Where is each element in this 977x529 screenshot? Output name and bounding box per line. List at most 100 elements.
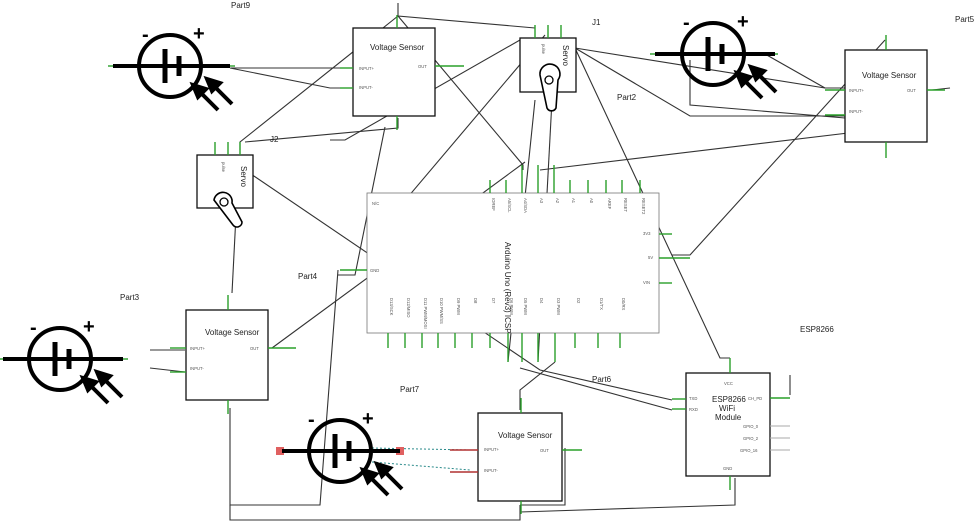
- bottom-pin-label: D2: [576, 298, 581, 304]
- solar-cell-part5[interactable]: - +: [650, 11, 778, 100]
- label-part7: Part7: [400, 385, 420, 394]
- top-pin-label: AREF: [607, 198, 612, 210]
- top-pin-label: A2: [555, 198, 560, 204]
- bottom-pin-label: D4: [539, 298, 544, 304]
- esp-chpd-label: CH_PD: [748, 396, 762, 401]
- wire: [330, 39, 521, 141]
- label-part5: Part5: [955, 15, 975, 24]
- esp-gpio2-label: GPIO_2: [743, 436, 759, 441]
- bottom-pin-label: D13/SCK: [389, 298, 394, 316]
- servo-shaft-icon: [544, 75, 554, 85]
- light-arrows-icon: [79, 368, 124, 405]
- label-part9: Part9: [231, 1, 251, 10]
- servo-horn-icon: [539, 63, 561, 112]
- voltage-sensor-bottom[interactable]: Voltage Sensor INPUT+ INPUT- OUT: [450, 398, 582, 514]
- arduino-3v3-label: 3V3: [643, 231, 651, 236]
- servo-j2[interactable]: Servo pulse: [196, 142, 254, 228]
- voltage-sensor-top[interactable]: Voltage Sensor INPUT+ INPUT- OUT: [340, 15, 464, 130]
- sensor-title: Voltage Sensor: [370, 43, 425, 52]
- esp-gnd-label: GND: [723, 466, 732, 471]
- esp-title-line2: WiFi: [719, 404, 735, 413]
- arduino-body: [366, 192, 660, 334]
- sensor-pin-in-plus: INPUT+: [849, 88, 865, 93]
- plus-sign: +: [362, 408, 374, 430]
- minus-sign: -: [142, 24, 149, 46]
- bottom-pin-label: D10 PWM/SS: [439, 298, 444, 324]
- servo-j1[interactable]: Servo pulse: [519, 25, 577, 112]
- voltage-sensor-left[interactable]: Voltage Sensor INPUT+ INPUT- OUT: [170, 295, 296, 414]
- light-arrows-icon: [733, 63, 778, 100]
- wire: [520, 448, 566, 506]
- part-labels: Part9 Part5 Part2 Part3 Part4 Part7 Part…: [120, 1, 975, 394]
- bottom-pin-label: D5 PWM: [523, 298, 528, 315]
- wire: [519, 478, 736, 513]
- arduino-5v-label: 5V: [648, 255, 653, 260]
- top-pin-label: A0: [589, 198, 594, 204]
- top-pin-label: A3: [539, 198, 544, 204]
- arduino-bottom-pin-labels: D13/SCK D12/MISO D11 PWM/MOSI D10 PWM/SS…: [389, 298, 626, 329]
- solar-cell-part3[interactable]: - +: [0, 316, 128, 405]
- bottom-pin-label: D1/TX: [599, 298, 604, 310]
- plus-sign: +: [737, 11, 749, 33]
- wire: [574, 47, 730, 359]
- servo-pulse-label: pulse: [221, 162, 226, 173]
- light-arrows-icon: [189, 75, 234, 112]
- bottom-pin-label: D12/MISO: [406, 298, 411, 318]
- esp8266-module[interactable]: ESP8266 WiFi Module TXD RXD CH_PD GPIO_0…: [672, 358, 790, 490]
- servo-title: Servo: [561, 45, 570, 66]
- bottom-pin-label: D6 PWM: [509, 298, 514, 315]
- arduino-nc-label: N/C: [372, 201, 379, 206]
- sensor-pin-in-minus: INPUT-: [849, 109, 863, 114]
- minus-sign: -: [683, 12, 690, 34]
- sensor-pin-in-minus: INPUT-: [359, 85, 373, 90]
- sensor-pin-in-minus: INPUT-: [484, 468, 498, 473]
- top-pin-label: A4/SDA: [523, 198, 528, 213]
- plus-sign: +: [83, 316, 95, 338]
- voltage-sensor-right[interactable]: Voltage Sensor INPUT+ INPUT- OUT: [825, 35, 945, 158]
- esp-title-line1: ESP8266: [712, 395, 746, 404]
- wire: [519, 367, 673, 411]
- bottom-pin-label: D8: [473, 298, 478, 304]
- solar-cell-part9[interactable]: - +: [108, 23, 235, 112]
- label-part6: Part6: [592, 375, 612, 384]
- sensor-title: Voltage Sensor: [498, 431, 553, 440]
- wire: [672, 39, 886, 256]
- bottom-pin-label: D3 PWM: [556, 298, 561, 315]
- wire: [764, 53, 826, 89]
- wire: [229, 505, 521, 521]
- sensor-body: [844, 49, 928, 143]
- label-j2: J2: [270, 135, 279, 144]
- arduino-bottom-pins: [387, 333, 621, 362]
- bottom-pin-label: D11 PWM/MOSI: [423, 298, 428, 329]
- sensor-pin-in-minus: INPUT-: [190, 366, 204, 371]
- sensor-pin-out: OUT: [540, 448, 549, 453]
- top-pin-label: A1: [571, 198, 576, 204]
- wire: [397, 3, 536, 29]
- cell-pin-left[interactable]: [276, 447, 284, 455]
- top-pin-label: RESET: [623, 198, 628, 212]
- arduino-board[interactable]: Arduino Uno (Rev3) ICSP GND N/C 3V3 5V V…: [340, 165, 690, 362]
- esp-title-line3: Module: [715, 413, 742, 422]
- arduino-top-pin-labels: IOREF A5/SCL A4/SDA A3 A2 A1 A0 AREF RES…: [491, 198, 646, 215]
- label-esp8266: ESP8266: [800, 325, 834, 334]
- top-pin-label: RESET2: [641, 198, 646, 215]
- wire: [519, 361, 556, 410]
- arduino-name: Arduino Uno (Rev3) ICSP: [503, 242, 512, 334]
- servo-pulse-label: pulse: [541, 44, 546, 55]
- bottom-pin-label: D7: [491, 298, 496, 304]
- light-arrows-icon: [359, 460, 404, 497]
- sensor-pin-out: OUT: [250, 346, 259, 351]
- esp-rxd-label: RXD: [689, 407, 698, 412]
- wire: [244, 118, 399, 143]
- solar-cell-part7[interactable]: - +: [276, 408, 404, 497]
- wire: [338, 126, 386, 276]
- sensor-pin-in-plus: INPUT+: [484, 447, 500, 452]
- sensor-body: [185, 309, 269, 401]
- top-pin-label: A5/SCL: [507, 198, 512, 213]
- top-pin-label: IOREF: [491, 198, 496, 211]
- arduino-vin-label: VIN: [643, 280, 650, 285]
- sensor-pin-in-plus: INPUT+: [359, 66, 375, 71]
- sensor-pin-out: OUT: [907, 88, 916, 93]
- label-part3: Part3: [120, 293, 140, 302]
